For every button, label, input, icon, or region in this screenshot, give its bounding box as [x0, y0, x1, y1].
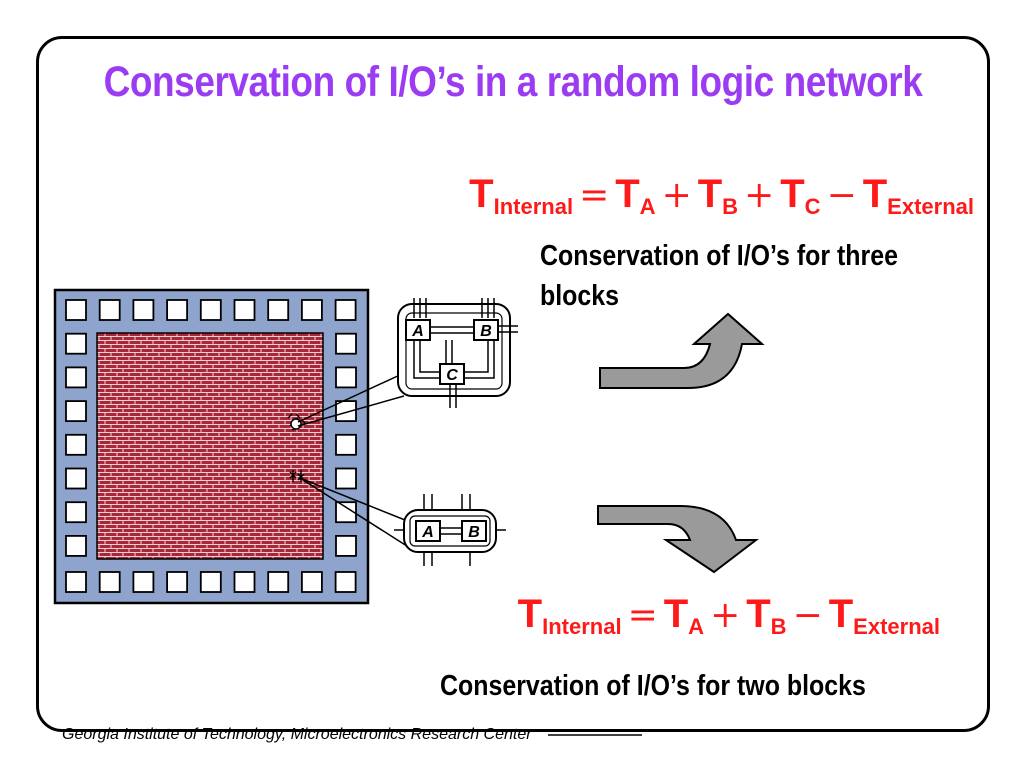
- eq3-t4: T: [862, 172, 888, 216]
- three-block-a: [405, 319, 431, 341]
- three-block-a-label: A: [411, 323, 424, 340]
- eq2-equals: =: [627, 595, 658, 636]
- eq2-t3-sub: External: [853, 614, 940, 639]
- two-block-zoom: A B: [394, 494, 506, 566]
- io-pad: [300, 571, 323, 593]
- eq3-t4-sub: External: [887, 194, 974, 219]
- two-block-b-label: B: [468, 524, 480, 541]
- io-pad: [335, 535, 357, 557]
- io-pad: [65, 400, 87, 423]
- slide-title: Conservation of I/O’s in a random logic …: [103, 58, 923, 106]
- eq3-t3: T: [780, 172, 805, 216]
- io-pad: [300, 299, 323, 321]
- eq3-op2: +: [744, 175, 775, 216]
- three-block-c: [439, 363, 465, 385]
- eq3-t1-sub: A: [639, 194, 656, 219]
- io-pad: [335, 400, 357, 423]
- slide-frame: [36, 36, 990, 732]
- io-pad: [335, 467, 357, 490]
- io-pads: [65, 299, 357, 593]
- io-pad: [335, 332, 357, 355]
- io-pad: [334, 299, 357, 321]
- eq2-t1: T: [663, 592, 689, 636]
- io-pad: [199, 299, 222, 321]
- callout-three: [297, 373, 405, 427]
- io-pad: [98, 299, 121, 321]
- three-block-c-label: C: [446, 367, 458, 384]
- three-block-b: [473, 319, 499, 341]
- io-pad: [335, 433, 357, 456]
- eq2-lhs: T: [517, 592, 543, 636]
- io-pad: [335, 366, 357, 389]
- equation-two-blocks: TInternal=TA+TB−TExternal: [518, 594, 940, 638]
- eq2-op2: −: [792, 595, 823, 636]
- arrow-down-right-icon: [597, 505, 759, 574]
- eq3-t2: T: [697, 172, 723, 216]
- io-pad: [132, 571, 155, 593]
- caption-three-blocks: Conservation of I/O’s for three blocks: [540, 240, 899, 312]
- eq3-t2-sub: B: [722, 194, 739, 219]
- two-block-a: [415, 520, 441, 542]
- footer-credit: Georgia Institute of Technology, Microel…: [62, 726, 532, 743]
- eq3-t1: T: [615, 172, 640, 216]
- io-pad: [65, 299, 87, 321]
- callout-two: [299, 477, 411, 549]
- three-block-zoom: A B C: [397, 298, 518, 408]
- io-pad: [65, 467, 87, 490]
- io-pad: [199, 571, 222, 593]
- eq3-lhs: T: [469, 172, 494, 216]
- eq3-lhs-sub: Internal: [493, 194, 574, 219]
- io-pad: [65, 535, 87, 557]
- eq2-op1: +: [710, 595, 741, 636]
- logic-die: [96, 332, 324, 560]
- io-pad: [166, 299, 189, 321]
- eq2-t2-sub: B: [770, 614, 787, 639]
- equation-three-blocks: TInternal=TA+TB+TC−TExternal: [469, 174, 974, 218]
- io-pad: [166, 571, 189, 593]
- cluster-marker-two: [289, 470, 305, 482]
- io-pad: [132, 299, 155, 321]
- two-block-b: [461, 520, 487, 542]
- eq2-t2: T: [746, 592, 771, 636]
- io-pad: [335, 501, 357, 524]
- eq2-t3: T: [828, 592, 854, 636]
- io-pad: [65, 433, 87, 456]
- io-pad: [233, 299, 256, 321]
- io-pad: [233, 571, 256, 593]
- io-pad: [65, 571, 87, 593]
- io-pad: [267, 299, 290, 321]
- io-pad: [334, 571, 357, 593]
- io-pad: [65, 366, 87, 389]
- io-pad: [65, 332, 87, 355]
- io-pad: [98, 571, 121, 593]
- eq2-t1-sub: A: [688, 614, 705, 639]
- three-block-b-label: B: [480, 323, 492, 340]
- two-block-a-label: A: [421, 524, 434, 541]
- eq3-op1: +: [661, 175, 692, 216]
- io-pad: [65, 501, 87, 524]
- caption-two-blocks: Conservation of I/O’s for two blocks: [440, 670, 866, 702]
- eq3-t3-sub: C: [804, 194, 821, 219]
- io-pad: [267, 571, 290, 593]
- arrow-up-right-icon: [599, 312, 765, 389]
- eq3-equals: =: [579, 175, 610, 216]
- eq2-lhs-sub: Internal: [542, 614, 622, 639]
- eq3-op3: −: [826, 175, 857, 216]
